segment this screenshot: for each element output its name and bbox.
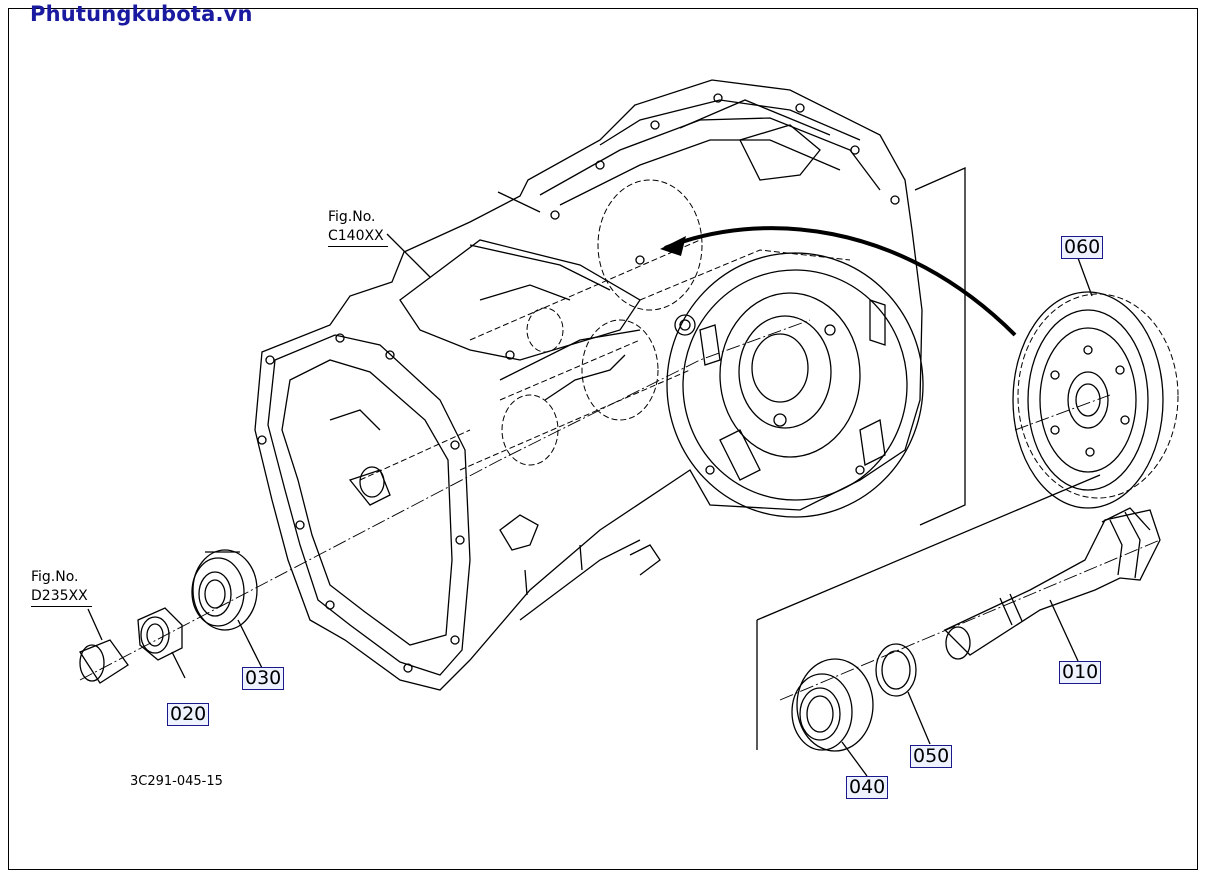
part-label-010[interactable]: 010 [1059, 661, 1102, 684]
fig-ref-code: C140XX [328, 227, 388, 247]
leader-lines [79, 167, 1161, 777]
part-label-060[interactable]: 060 [1061, 236, 1104, 259]
bearing-030-drawing [191, 549, 258, 631]
nut-020-drawing [79, 607, 183, 684]
fig-ref-label: Fig.No. [31, 569, 79, 585]
fig-ref-d235xx[interactable]: Fig.No. D235XX [31, 568, 92, 607]
fig-ref-label: Fig.No. [328, 209, 376, 225]
bevel-gear-060-drawing [1012, 291, 1179, 509]
shim-050-drawing [875, 643, 917, 697]
transmission-case [254, 79, 924, 691]
fig-ref-code: D235XX [31, 587, 92, 607]
part-label-030[interactable]: 030 [242, 667, 285, 690]
watermark: Phutungkubota.vn [30, 2, 253, 26]
drawing-code: 3C291-045-15 [130, 774, 223, 789]
fig-ref-c140xx[interactable]: Fig.No. C140XX [328, 208, 388, 247]
bearing-040-drawing [791, 658, 874, 752]
part-label-020[interactable]: 020 [167, 703, 210, 726]
pinion-shaft-010-drawing [943, 507, 1161, 660]
drawing-frame [8, 8, 1198, 870]
part-label-050[interactable]: 050 [910, 745, 953, 768]
part-label-040[interactable]: 040 [846, 776, 889, 799]
